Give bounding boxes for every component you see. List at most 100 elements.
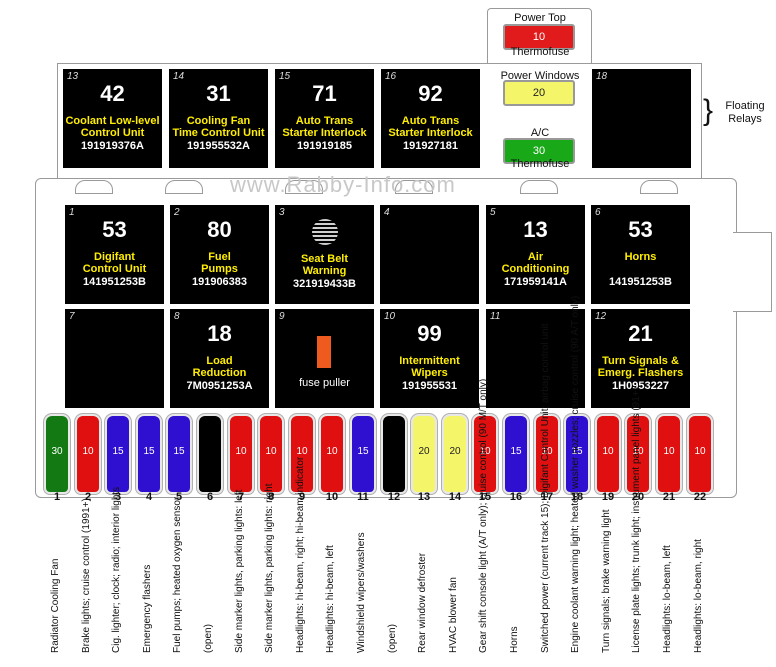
relay-name: Seat Belt bbox=[300, 253, 349, 265]
fuse-number: 15 bbox=[478, 491, 492, 503]
fuse-label-text: Headlights: lo-beam, right bbox=[693, 539, 704, 653]
relay-15: 15 71 Auto Trans Starter Interlock 19191… bbox=[275, 69, 374, 168]
relay-slot: 12 bbox=[595, 311, 607, 322]
relay-part: 191955531 bbox=[401, 380, 458, 392]
relay-part: 141951253B bbox=[608, 276, 672, 288]
fuse-label: Side marker lights, parking lights: righ… bbox=[264, 483, 284, 667]
relay-part: 191919185 bbox=[296, 140, 353, 152]
top-fuse-1: 10 bbox=[503, 24, 575, 50]
fuse-14: 20 bbox=[444, 416, 466, 492]
top-fuse-3-label: A/C bbox=[530, 127, 550, 139]
fuse-box-side-tab bbox=[733, 232, 772, 312]
relay-code: 21 bbox=[628, 321, 653, 346]
relay-slot: 4 bbox=[384, 207, 390, 218]
grille-icon bbox=[311, 219, 338, 245]
fuse-12 bbox=[383, 416, 405, 492]
relay-8: 8 18 Load Reduction 7M0951253A bbox=[170, 309, 269, 408]
relay-part: 321919433B bbox=[292, 278, 356, 290]
relay-slot: 10 bbox=[384, 311, 396, 322]
fuse-rating: 10 bbox=[632, 446, 644, 457]
relay-code: 92 bbox=[418, 81, 443, 106]
top-fuse-1-label: Power Top bbox=[514, 12, 566, 24]
relay-slot: 8 bbox=[174, 311, 180, 322]
fuse-2: 10 bbox=[77, 416, 99, 492]
fuse-label-text: Turn signals; brake warning light bbox=[601, 509, 612, 653]
fuse-15: 10 bbox=[474, 416, 496, 492]
fuse-label: Headlights: hi-beam, right; hi-beam indi… bbox=[295, 457, 315, 667]
fuse-number: 20 bbox=[631, 491, 645, 503]
relay-10: 10 99 Intermittent Wipers 191955531 bbox=[380, 309, 479, 408]
relay-4: 4 bbox=[380, 205, 479, 304]
fuse-label-text: Side marker lights, parking lights: righ… bbox=[264, 483, 275, 653]
fuse-7: 10 bbox=[230, 416, 252, 492]
relay-name: Control Unit bbox=[80, 127, 145, 139]
fuse-rating: 10 bbox=[694, 446, 706, 457]
fuse-rating: 10 bbox=[296, 446, 308, 457]
relay-code: 42 bbox=[100, 81, 125, 106]
fuse-label: Rear window defroster bbox=[417, 553, 437, 667]
relay-code: 31 bbox=[206, 81, 231, 106]
fuse-18: 15 bbox=[566, 416, 588, 492]
fuse-number: 18 bbox=[570, 491, 584, 503]
fuse-number: 11 bbox=[357, 491, 369, 503]
relay-9: 9 fuse puller bbox=[275, 309, 374, 408]
top-fuse-2: 20 bbox=[503, 80, 575, 106]
fuse-number: 14 bbox=[448, 491, 462, 503]
relay-name: Cooling Fan bbox=[186, 115, 251, 127]
fuse-label: Emergency flashers bbox=[142, 565, 162, 667]
fuse-label: Gear shift console light (A/T only); cru… bbox=[478, 379, 498, 667]
relay-slot: 16 bbox=[385, 71, 397, 82]
fuse-rating: 20 bbox=[418, 446, 430, 457]
fuse-rating: 10 bbox=[541, 446, 553, 457]
fuse-rating: 20 bbox=[449, 446, 461, 457]
fuse-rating: 15 bbox=[571, 446, 583, 457]
fuse-8: 10 bbox=[260, 416, 282, 492]
relay-name: Turn Signals & bbox=[602, 355, 679, 367]
fuse-label: Radiator Cooling Fan bbox=[50, 559, 70, 667]
relay-name: Air bbox=[527, 251, 544, 263]
fuse-rating: 10 bbox=[326, 446, 338, 457]
top-fuse-2-label: Power Windows bbox=[500, 70, 580, 82]
fuse-number: 9 bbox=[298, 491, 306, 503]
relay-3: 3 Seat Belt Warning 321919433B bbox=[275, 205, 374, 304]
relay-part: 191927181 bbox=[402, 140, 459, 152]
relay-1: 1 53 Digifant Control Unit 141951253B bbox=[65, 205, 164, 304]
fuse-number: 3 bbox=[114, 491, 122, 503]
relay-part: 171959141A bbox=[503, 276, 567, 288]
fuse-19: 10 bbox=[597, 416, 619, 492]
fuse-number: 22 bbox=[693, 491, 707, 503]
fuse-label-text: Headlights: hi-beam, left bbox=[325, 545, 336, 653]
fuse-number: 5 bbox=[175, 491, 183, 503]
relay-slot: 9 bbox=[279, 311, 285, 322]
relay-slot: 14 bbox=[173, 71, 185, 82]
relay-2: 2 80 Fuel Pumps 191906383 bbox=[170, 205, 269, 304]
fuse-label: (open) bbox=[387, 624, 407, 667]
fuse-rating: 10 bbox=[82, 446, 94, 457]
fuse-label-text: Switched power (current track 15); Digif… bbox=[540, 323, 551, 653]
relay-name: Reduction bbox=[192, 367, 247, 379]
fuse-label-text: Cig. lighter; clock; radio; interior lig… bbox=[111, 486, 122, 653]
fuse-label-text: Horns bbox=[509, 626, 520, 653]
fuse-label: Side marker lights, parking lights: left bbox=[234, 490, 254, 667]
top-fuse-1-rating: 10 bbox=[532, 31, 546, 43]
relay-name bbox=[591, 263, 690, 275]
watermark: www.Rabby-Info.com bbox=[230, 172, 456, 197]
fuse-6 bbox=[199, 416, 221, 492]
relay-slot: 5 bbox=[490, 207, 496, 218]
floating-relays-label: Floating Relays bbox=[725, 100, 765, 125]
relay-slot: 1 bbox=[69, 207, 75, 218]
relay-slot: 3 bbox=[279, 207, 285, 218]
relay-code: 53 bbox=[102, 217, 127, 242]
relay-slot: 15 bbox=[279, 71, 291, 82]
fuse-number: 10 bbox=[325, 491, 339, 503]
fuse-number: 17 bbox=[540, 491, 554, 503]
relay-name: Fuel bbox=[208, 251, 231, 263]
relay-16: 16 92 Auto Trans Starter Interlock 19192… bbox=[381, 69, 480, 168]
fuse-number: 13 bbox=[417, 491, 431, 503]
fuse-label: Headlights: lo-beam, right bbox=[693, 539, 713, 667]
fuse-13: 20 bbox=[413, 416, 435, 492]
fuse-puller-label: fuse puller bbox=[299, 377, 350, 389]
fuse-rating: 30 bbox=[51, 446, 63, 457]
relay-slot: 6 bbox=[595, 207, 601, 218]
fuse-label-text: Gear shift console light (A/T only); cru… bbox=[478, 378, 489, 653]
